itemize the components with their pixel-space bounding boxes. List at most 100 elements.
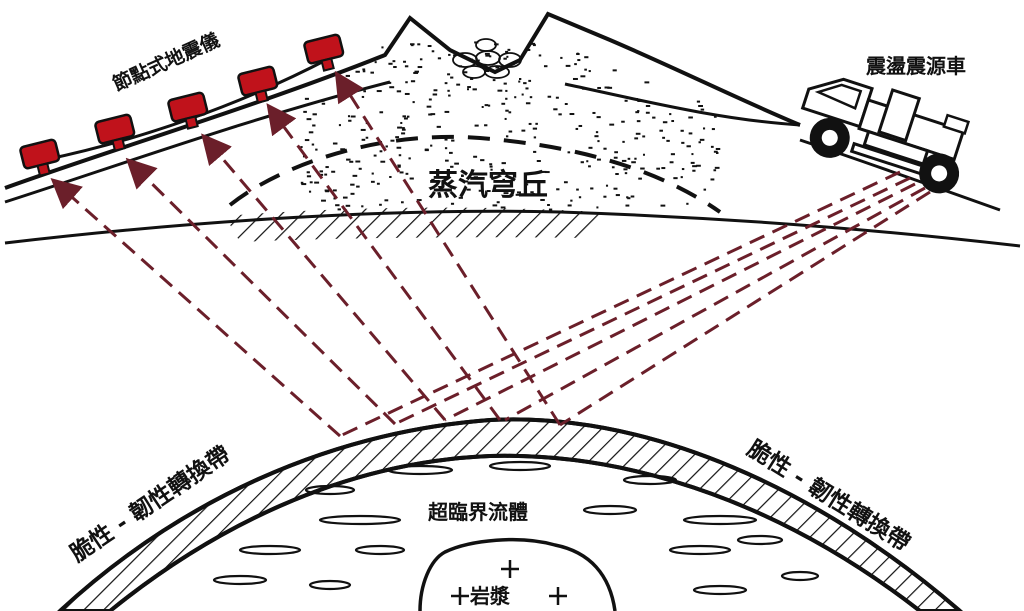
stipple-dot bbox=[414, 70, 420, 73]
stipple-dot bbox=[640, 167, 645, 170]
stipple-dot bbox=[355, 85, 360, 88]
stipple-dot bbox=[713, 169, 717, 172]
stipple-dot bbox=[577, 59, 581, 62]
stipple-dot bbox=[389, 175, 392, 178]
stipple-dot bbox=[510, 62, 515, 65]
stipple-dot bbox=[635, 132, 641, 135]
stipple-dot bbox=[404, 65, 409, 68]
stipple-dot bbox=[430, 113, 436, 116]
stipple-dot bbox=[509, 194, 514, 197]
stipple-dot bbox=[409, 177, 414, 180]
stipple-dot bbox=[508, 130, 513, 133]
stipple-dot bbox=[574, 63, 577, 66]
seismic-ray bbox=[201, 133, 447, 421]
stipple-dot bbox=[547, 204, 550, 207]
stipple-dot bbox=[713, 150, 718, 153]
stipple-dot bbox=[535, 122, 538, 125]
stipple-dot bbox=[515, 193, 521, 196]
stipple-dot bbox=[431, 178, 435, 181]
stipple-dot bbox=[580, 75, 586, 78]
stipple-dot bbox=[622, 140, 625, 143]
stipple-dot bbox=[489, 165, 493, 168]
stipple-dot bbox=[501, 102, 506, 105]
stipple-dot bbox=[607, 86, 613, 89]
stipple-dot bbox=[340, 148, 346, 151]
stipple-dot bbox=[376, 182, 380, 185]
stipple-dot bbox=[473, 176, 478, 179]
stipple-dot bbox=[627, 157, 631, 160]
stipple-dot bbox=[523, 82, 527, 85]
stipple-dot bbox=[560, 56, 563, 59]
stipple-dot bbox=[450, 165, 454, 168]
stipple-dot bbox=[584, 56, 589, 59]
stipple-dot bbox=[652, 116, 656, 119]
stipple-dot bbox=[361, 205, 364, 208]
stipple-dot bbox=[413, 71, 419, 74]
stipple-dot bbox=[405, 81, 408, 84]
stipple-dot bbox=[669, 113, 672, 116]
stipple-dot bbox=[450, 76, 454, 79]
stipple-dot bbox=[338, 124, 341, 127]
stipple-dot bbox=[346, 158, 351, 161]
stipple-dot bbox=[410, 80, 416, 83]
stipple-dot bbox=[596, 206, 599, 209]
seismic-ray bbox=[394, 176, 911, 426]
stipple-dot bbox=[519, 77, 522, 80]
vibroseis-truck-icon bbox=[800, 77, 971, 194]
stipple-dot bbox=[660, 204, 666, 207]
stipple-dot bbox=[492, 204, 498, 207]
stipple-dot bbox=[350, 115, 356, 118]
stipple-dot bbox=[350, 192, 355, 195]
stipple-dot bbox=[711, 128, 715, 131]
stipple-dot bbox=[463, 71, 468, 74]
stipple-dot bbox=[301, 183, 307, 186]
seismic-ray bbox=[50, 178, 341, 438]
stipple-dot bbox=[451, 139, 455, 142]
stipple-dot bbox=[621, 120, 625, 123]
stipple-dot bbox=[681, 168, 685, 171]
stipple-dot bbox=[408, 157, 411, 160]
stipple-dot bbox=[710, 145, 714, 148]
stipple-dot bbox=[532, 127, 538, 130]
stipple-dot bbox=[388, 62, 393, 65]
stipple-dot bbox=[634, 137, 639, 140]
stipple-dot bbox=[533, 136, 537, 139]
stipple-dot bbox=[518, 80, 521, 83]
stipple-dot bbox=[528, 79, 532, 82]
stipple-dot bbox=[333, 197, 337, 200]
stipple-dot bbox=[624, 99, 628, 102]
stipple-dot bbox=[688, 116, 693, 119]
stipple-dot bbox=[656, 167, 661, 170]
stipple-dot bbox=[636, 120, 641, 123]
stipple-dot bbox=[564, 103, 568, 106]
stipple-dot bbox=[376, 90, 382, 93]
stipple-dot bbox=[447, 89, 450, 92]
seismic-ray bbox=[559, 190, 931, 427]
stipple-dot bbox=[642, 153, 645, 156]
stipple-dot bbox=[533, 150, 537, 153]
stipple-dot bbox=[595, 131, 599, 134]
stipple-dot bbox=[569, 113, 575, 116]
label-supercritical-fluid: 超臨界流體 bbox=[428, 500, 528, 524]
stipple-dot bbox=[453, 54, 457, 57]
stipple-dot bbox=[538, 54, 542, 57]
stipple-dot bbox=[565, 64, 571, 67]
stipple-dot bbox=[630, 195, 635, 198]
seismic-ray bbox=[504, 186, 926, 422]
stipple-dot bbox=[590, 187, 594, 190]
stipple-dot bbox=[306, 175, 312, 178]
stipple-dot bbox=[666, 139, 670, 142]
stipple-dot bbox=[309, 181, 313, 184]
stipple-dot bbox=[680, 176, 683, 179]
stipple-dot bbox=[661, 167, 666, 170]
stipple-dot bbox=[448, 53, 451, 56]
stipple-dot bbox=[474, 124, 479, 127]
stipple-dot bbox=[373, 154, 377, 157]
stipple-dot bbox=[350, 83, 354, 86]
stipple-dot bbox=[444, 82, 448, 85]
stipple-dot bbox=[532, 44, 536, 47]
stipple-dot bbox=[532, 193, 535, 196]
stipple-dot bbox=[390, 139, 395, 142]
stipple-dot bbox=[580, 161, 584, 164]
stipple-dot bbox=[634, 97, 638, 100]
